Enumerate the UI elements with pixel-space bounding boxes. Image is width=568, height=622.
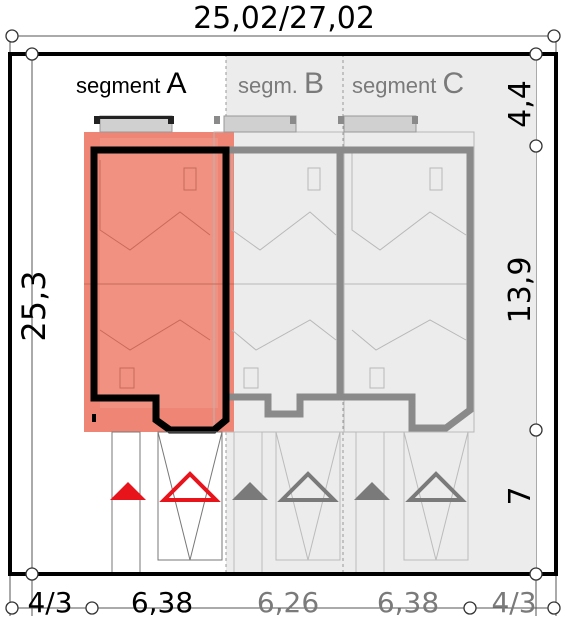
dimension-bottom-segment-b: 6,26	[257, 586, 319, 619]
outline-segment-a[interactable]	[90, 146, 230, 434]
dimension-left-depth: 25,3	[15, 270, 53, 341]
outline-triangle-icon	[277, 471, 339, 502]
driveway-lines	[111, 431, 469, 575]
dimension-bottom-segment-c: 6,38	[377, 586, 439, 619]
segment-b-c-area	[226, 54, 536, 574]
segment-b-label[interactable]: segm. B	[238, 67, 324, 100]
segment-c-label[interactable]: segment C	[352, 67, 464, 100]
outline-triangle-icon	[405, 471, 467, 502]
dimension-bottom-left-margin: 4/3	[27, 586, 72, 619]
segment-b-prefix: segm.	[238, 73, 304, 98]
segment-a-highlight[interactable]	[84, 132, 234, 432]
segment-b-letter: B	[304, 67, 324, 100]
outline-tick	[92, 414, 96, 422]
outline-triangle-icon	[159, 471, 221, 502]
segment-c-letter: C	[443, 67, 465, 100]
dimension-right-middle: 13,9	[503, 257, 538, 324]
filled-triangle-icon	[354, 482, 390, 500]
segment-a-letter: A	[167, 67, 187, 100]
dimension-top-width: 25,02/27,02	[193, 1, 375, 36]
filled-triangle-icon	[110, 482, 146, 500]
dimension-bottom-segment-a: 6,38	[131, 586, 193, 619]
dimension-right-bottom: 7	[503, 486, 538, 505]
dimension-right-top: 4,4	[503, 80, 538, 128]
roof-caps	[94, 116, 174, 124]
dimension-markers	[5, 29, 561, 615]
plot-boundary	[8, 52, 558, 576]
segment-c-prefix: segment	[352, 73, 443, 98]
filled-triangle-icon	[232, 482, 268, 500]
dimension-bottom-right-margin: 4/3	[491, 586, 536, 619]
segment-a-prefix: segment	[76, 73, 167, 98]
segment-a-label[interactable]: segment A	[76, 67, 187, 100]
roof-caps-inactive	[214, 116, 418, 124]
outline-b-c	[226, 146, 474, 432]
